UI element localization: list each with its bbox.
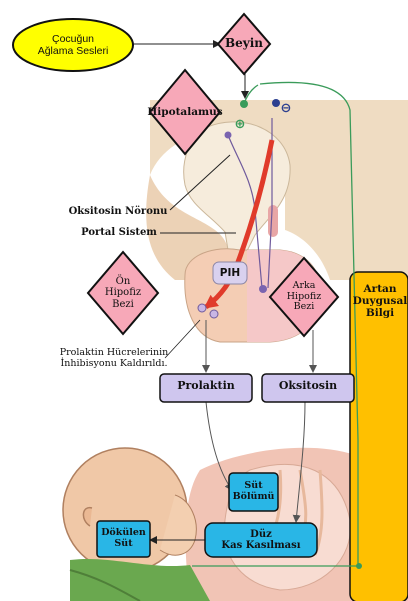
hypothalamus-label: Hipotalamus xyxy=(150,104,220,120)
neuron-dot-1 xyxy=(225,132,232,139)
anterior-pituitary-label: Ön Hipofiz Bezi xyxy=(98,270,148,316)
oxytocin-label: Oksitosin xyxy=(262,374,354,398)
cell-dot-2 xyxy=(210,310,218,318)
green-endpoint-dot xyxy=(356,563,362,569)
prolactin-cells-label: Prolaktin Hücrelerinin İnhibisyonu Kaldı… xyxy=(58,345,170,373)
brain-label: Beyin xyxy=(221,34,267,54)
pih-label: PIH xyxy=(213,264,247,282)
pituitary-stalk-shadow xyxy=(268,205,278,237)
posterior-pituitary-label: Arka Hipofiz Bezi xyxy=(280,275,328,319)
prolactin-label: Prolaktin xyxy=(160,374,252,398)
spilled-milk-label: Dökülen Süt xyxy=(97,521,150,557)
cry-label: Çocuğun Ağlama Sesleri xyxy=(20,27,126,63)
cell-dot-1 xyxy=(198,304,206,312)
minus-sign: ⊖ xyxy=(278,101,294,117)
portal-system-label: Portal Sistem xyxy=(78,226,160,240)
smooth-muscle-label: Düz Kas Kasılması xyxy=(205,523,317,557)
baby-blanket xyxy=(70,559,210,601)
cells-pointer xyxy=(165,320,200,358)
plus-sign: ⊕ xyxy=(232,117,248,133)
oxytocin-neuron-label: Oksitosin Nöronu xyxy=(66,205,170,219)
green-node-dot xyxy=(240,100,248,108)
nerve-terminal-dot xyxy=(259,285,267,293)
emotional-info-label: Artan Duygusal Bilgi xyxy=(352,278,408,324)
milk-section-label: Süt Bölümü xyxy=(229,473,278,511)
